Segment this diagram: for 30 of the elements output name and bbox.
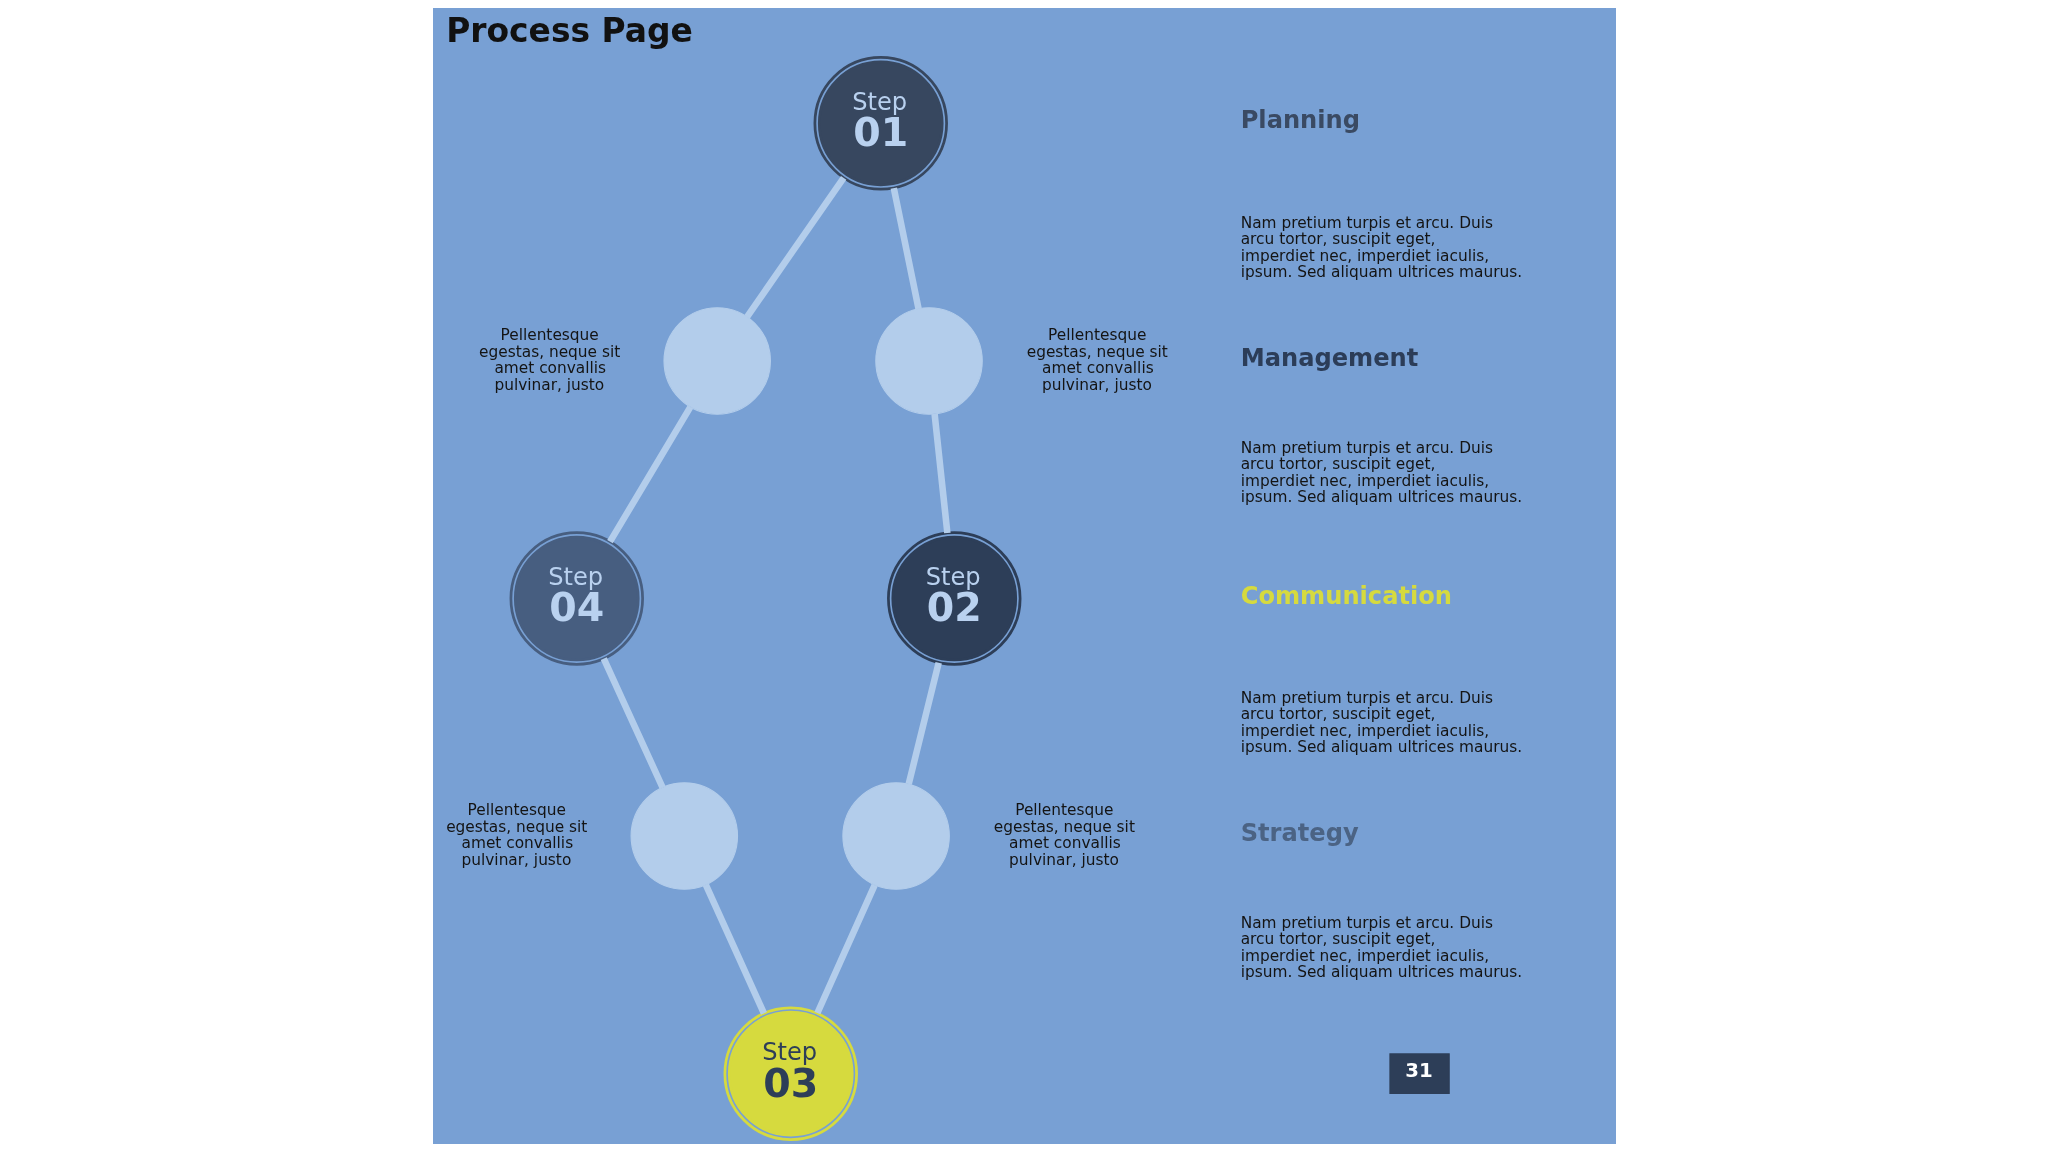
connector xyxy=(890,187,922,310)
node-box: 31 xyxy=(1388,1053,1450,1094)
connector xyxy=(905,661,942,785)
label: Strategy xyxy=(1240,819,1359,848)
node-circle xyxy=(841,782,950,890)
label: Nam pretium turpis et arcu. Duis arcu tortor, suscipit eget, imperdiet nec, imperdiet iaculis, ipsum. Sed aliquam ultrices maurus. xyxy=(1240,213,1522,282)
node-circle: Step 03 xyxy=(723,1006,858,1141)
connector xyxy=(930,413,951,534)
node-circle: Step 02 xyxy=(886,531,1021,666)
node-circle: Step 01 xyxy=(813,56,948,191)
label: Nam pretium turpis et arcu. Duis arcu tortor, suscipit eget, imperdiet nec, imperdiet iaculis, ipsum. Sed aliquam ultrices maurus. xyxy=(1240,438,1522,507)
node-label: Pellentesque egestas, neque sit amet convallis pulvinar, justo xyxy=(1026,326,1168,394)
node-circle xyxy=(630,782,738,890)
label: Communication xyxy=(1240,581,1452,610)
node-circle xyxy=(662,307,771,415)
label: Nam pretium turpis et arcu. Duis arcu tortor, suscipit eget, imperdiet nec, imperdiet iaculis, ipsum. Sed aliquam ultrices maurus. xyxy=(1240,913,1522,982)
connector xyxy=(702,883,767,1015)
node-label: Pellentesque egestas, neque sit amet convallis pulvinar, justo xyxy=(993,801,1135,869)
node-label: Pellentesque egestas, neque sit amet convallis pulvinar, justo xyxy=(478,326,620,394)
connector xyxy=(600,657,666,789)
node-circle: Step 04 xyxy=(509,531,644,666)
node-circle xyxy=(874,307,983,415)
connector xyxy=(813,883,878,1015)
diagram-title: Process Page xyxy=(445,11,693,51)
label: Planning xyxy=(1240,106,1360,135)
connector xyxy=(743,175,846,319)
label: Nam pretium turpis et arcu. Duis arcu tortor, suscipit eget, imperdiet nec, imperdiet iaculis, ipsum. Sed aliquam ultrices maurus. xyxy=(1240,688,1522,757)
connector xyxy=(606,405,693,544)
node-label: Pellentesque egestas, neque sit amet convallis pulvinar, justo xyxy=(445,801,587,869)
label: Management xyxy=(1240,343,1418,372)
